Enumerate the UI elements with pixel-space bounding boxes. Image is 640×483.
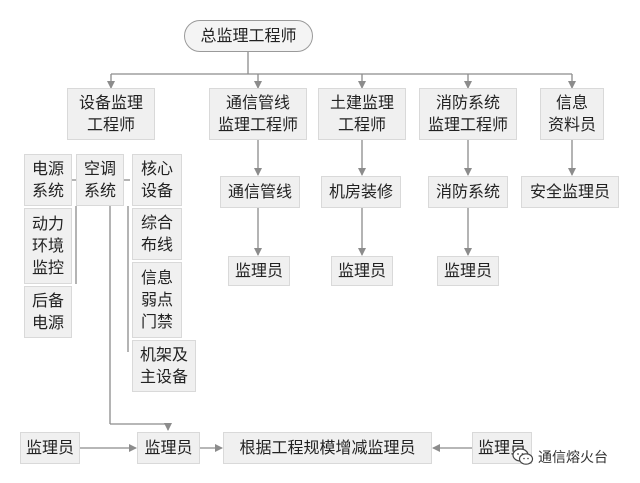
sub-rack-main-equipment: 机架及 主设备 bbox=[132, 340, 196, 392]
watermark-text: 通信熔火台 bbox=[538, 450, 608, 466]
l1-civil-engineer: 土建监理 工程师 bbox=[318, 88, 406, 140]
root-chief-engineer: 总监理工程师 bbox=[184, 20, 313, 52]
l3-civil-supervisor: 监理员 bbox=[331, 256, 393, 286]
l1-fire-engineer: 消防系统 监理工程师 bbox=[419, 88, 517, 140]
sub-backup-power: 后备 电源 bbox=[24, 286, 72, 338]
l1-info-clerk: 信息 资料员 bbox=[540, 88, 604, 140]
bottom-adjust-by-scale: 根据工程规模增减监理员 bbox=[223, 432, 432, 464]
wechat-icon bbox=[512, 448, 534, 465]
watermark: 通信熔火台 bbox=[512, 445, 632, 469]
l2-safety-supervisor: 安全监理员 bbox=[521, 176, 619, 208]
l2-fire-system: 消防系统 bbox=[428, 176, 508, 208]
l1-equipment-engineer: 设备监理 工程师 bbox=[67, 88, 155, 140]
sub-power-system: 电源 系统 bbox=[24, 154, 72, 206]
l1-telecom-engineer: 通信管线 监理工程师 bbox=[209, 88, 307, 140]
sub-weak-current-access: 信息 弱点 门禁 bbox=[132, 262, 182, 338]
sub-cabling: 综合 布线 bbox=[132, 208, 182, 260]
bottom-mid-supervisor: 监理员 bbox=[137, 432, 200, 464]
l3-fire-supervisor: 监理员 bbox=[437, 256, 499, 286]
sub-env-monitoring: 动力 环境 监控 bbox=[24, 208, 72, 284]
l3-telecom-supervisor: 监理员 bbox=[228, 256, 290, 286]
sub-core-equipment: 核心 设备 bbox=[132, 154, 182, 206]
l2-telecom-pipeline: 通信管线 bbox=[220, 176, 300, 208]
sub-ac-system: 空调 系统 bbox=[76, 154, 124, 206]
bottom-left-supervisor: 监理员 bbox=[20, 432, 80, 464]
l2-room-decoration: 机房装修 bbox=[321, 176, 401, 208]
